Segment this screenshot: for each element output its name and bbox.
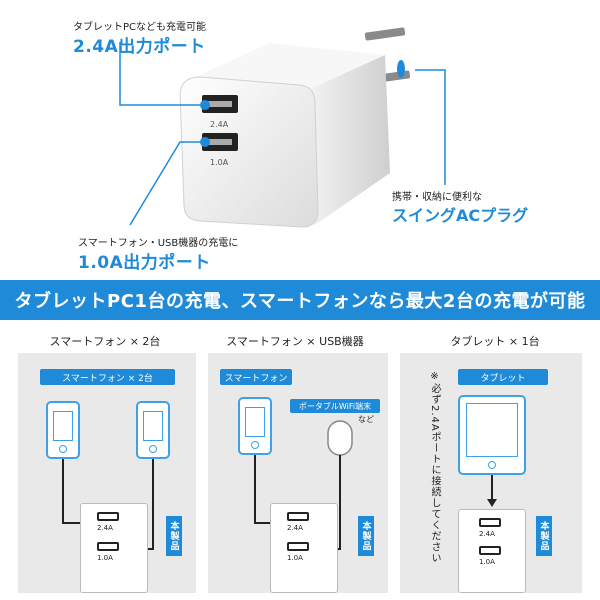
feature-banner: タブレットPC1台の充電、スマートフォンなら最大2台の充電が可能 bbox=[0, 280, 600, 320]
device-port-b-text: 1.0A bbox=[210, 158, 229, 167]
device-port-a-text: 2.4A bbox=[210, 120, 229, 129]
panel-3-title: タブレット × 1台 bbox=[450, 335, 540, 348]
panel-1-port-top-icon bbox=[97, 512, 119, 521]
panel-1-charger: 2.4A 1.0A bbox=[80, 503, 148, 593]
panel-1-port-bottom-label: 1.0A bbox=[97, 554, 113, 562]
panel-3-product-tag: 本製品 bbox=[536, 516, 552, 556]
panel-1-port-bottom-icon bbox=[97, 542, 119, 551]
plug-title: スイングACプラグ bbox=[392, 206, 529, 225]
charger-product-image: 2.4A 1.0A bbox=[179, 27, 411, 228]
panel-1-pill: スマートフォン × 2台 bbox=[40, 369, 175, 385]
panel-2-product-tag: 本製品 bbox=[358, 516, 374, 556]
panel-2-charger: 2.4A 1.0A bbox=[270, 503, 338, 593]
tablet-icon bbox=[458, 395, 526, 475]
panel-3-port-top-icon bbox=[479, 518, 501, 527]
port10-title: 1.0A出力ポート bbox=[78, 253, 211, 273]
panel-2-title: スマートフォン × USB機器 bbox=[226, 335, 364, 348]
plug-note: 携帯・収納に便利な bbox=[392, 192, 482, 203]
leader-lines bbox=[119, 42, 446, 226]
panel-2-port-top-icon bbox=[287, 512, 309, 521]
panel-2-port-bottom-label: 1.0A bbox=[287, 554, 303, 562]
panel-3-note: ※必ず2.4Aポートに接続してください bbox=[429, 371, 440, 564]
panel-1-title: スマートフォン × 2台 bbox=[49, 335, 161, 348]
panel-smartphone-usb: スマートフォン ポータブルWiFi端末 など 2.4A 1.0A 本製品 bbox=[208, 353, 388, 593]
panel-2-pill2: ポータブルWiFi端末 bbox=[290, 399, 380, 413]
smartphone-2-icon bbox=[136, 401, 170, 459]
panel-3-charger: 2.4A 1.0A bbox=[458, 509, 526, 593]
panel-3-pill: タブレット bbox=[458, 369, 548, 385]
product-section: 2.4A 1.0A タブレットPCなども充電可能 2.4A出力ポート 携帯・収納… bbox=[0, 0, 600, 280]
panel-2-pill2-sub: など bbox=[358, 415, 374, 424]
port10-note: スマートフォン・USB機器の充電に bbox=[78, 238, 239, 249]
panel-smartphone-x2: スマートフォン × 2台 2.4A 1.0A 本製品 bbox=[18, 353, 196, 593]
smartphone-1-icon bbox=[46, 401, 80, 459]
panel-1-port-top-label: 2.4A bbox=[97, 524, 113, 532]
panel-3-port-top-label: 2.4A bbox=[479, 530, 495, 538]
panel-3-port-bottom-icon bbox=[479, 546, 501, 555]
panel-2-port-top-label: 2.4A bbox=[287, 524, 303, 532]
smartphone-icon bbox=[238, 397, 272, 455]
port24-title: 2.4A出力ポート bbox=[73, 37, 206, 57]
panel-2-pill: スマートフォン bbox=[220, 369, 292, 385]
panel-3-port-bottom-label: 1.0A bbox=[479, 558, 495, 566]
panel-tablet: タブレット ※必ず2.4Aポートに接続してください 2.4A 1.0A 本製品 bbox=[400, 353, 582, 593]
panel-3-cables bbox=[487, 475, 497, 507]
panel-2-port-bottom-icon bbox=[287, 542, 309, 551]
port24-note: タブレットPCなども充電可能 bbox=[73, 22, 207, 33]
wifi-device-icon bbox=[327, 420, 353, 456]
panel-1-product-tag: 本製品 bbox=[166, 516, 182, 556]
